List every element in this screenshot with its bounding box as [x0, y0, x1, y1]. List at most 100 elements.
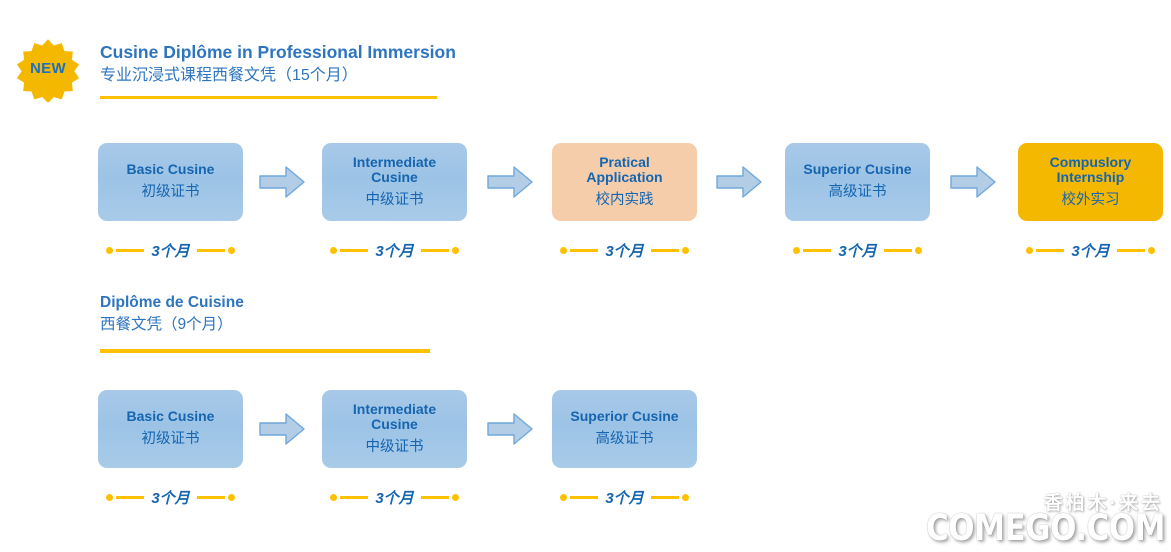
- new-badge: NEW: [14, 34, 82, 102]
- stage-title-cn: 校外实习: [1061, 191, 1120, 208]
- stage-box-compuslory-internship[interactable]: Compuslory Internship 校外实习: [1018, 143, 1163, 221]
- flow-arrow-icon: [259, 166, 305, 198]
- duration-line: [420, 249, 449, 252]
- stage-title-cn: 中级证书: [365, 438, 424, 455]
- duration-rule-left: [560, 247, 599, 254]
- program-title-en: Diplôme de Cuisine: [100, 294, 244, 311]
- stage-title-en: Superior Cusine: [570, 408, 679, 425]
- duration-rule-left: [330, 247, 369, 254]
- duration-rule-left: [793, 247, 832, 254]
- watermark-cn: 香柏木·来去: [1043, 493, 1163, 515]
- duration-marker: 3个月: [785, 240, 930, 261]
- duration-dot-icon: [330, 494, 338, 501]
- stage-box-superior-cusine[interactable]: Superior Cusine 高级证书: [552, 390, 697, 468]
- duration-line: [1036, 249, 1065, 252]
- stage-title-cn: 高级证书: [828, 184, 887, 201]
- duration-rule-right: [883, 247, 922, 254]
- stage-title-cn: 校内实践: [595, 191, 654, 208]
- stage-box-basic-cusine[interactable]: Basic Cusine 初级证书: [98, 390, 243, 468]
- stage-title-en: Intermediate Cusine: [352, 400, 437, 433]
- duration-line: [116, 496, 145, 499]
- flow-arrow-icon: [487, 166, 533, 198]
- program-title-cn: 西餐文凭（9个月）: [100, 316, 233, 334]
- stage-title-cn: 初级证书: [141, 184, 200, 201]
- duration-label: 3个月: [605, 490, 644, 507]
- duration-rule-right: [650, 247, 689, 254]
- duration-rule-right: [420, 247, 459, 254]
- duration-label: 3个月: [375, 243, 414, 260]
- duration-marker: 3个月: [98, 487, 243, 508]
- stage-box-intermediate-cusine[interactable]: Intermediate Cusine 中级证书: [322, 143, 467, 221]
- duration-label: 3个月: [151, 243, 190, 260]
- duration-line: [196, 496, 225, 499]
- duration-rule-left: [560, 494, 599, 501]
- duration-line: [650, 249, 679, 252]
- duration-line: [803, 249, 832, 252]
- duration-dot-icon: [451, 247, 459, 254]
- duration-rule-left: [106, 494, 145, 501]
- flow-arrow-icon: [259, 413, 305, 445]
- stage-title-en: Superior Cusine: [803, 161, 912, 178]
- duration-dot-icon: [914, 247, 922, 254]
- duration-dot-icon: [793, 247, 801, 254]
- duration-marker: 3个月: [322, 487, 467, 508]
- stage-title-en: Intermediate Cusine: [352, 153, 437, 186]
- duration-dot-icon: [1147, 247, 1155, 254]
- stage-title-en: Basic Cusine: [126, 161, 215, 178]
- duration-rule-right: [196, 247, 235, 254]
- program-title-en: Cusine Diplôme in Professional Immersion: [100, 42, 456, 62]
- duration-dot-icon: [451, 494, 459, 501]
- program-header-diplome-de-cuisine: Diplôme de Cuisine 西餐文凭（9个月）: [100, 293, 430, 353]
- duration-dot-icon: [560, 247, 568, 254]
- duration-line: [196, 249, 225, 252]
- duration-dot-icon: [681, 494, 689, 501]
- duration-dot-icon: [681, 247, 689, 254]
- duration-rule-right: [650, 494, 689, 501]
- program-header-professional-immersion: Cusine Diplôme in Professional Immersion…: [100, 42, 456, 99]
- duration-line: [570, 249, 599, 252]
- stage-box-pratical-application[interactable]: Pratical Application 校内实践: [552, 143, 697, 221]
- duration-line: [340, 249, 369, 252]
- header-underline: [100, 348, 430, 353]
- watermark-en: COMEGO.COM: [926, 507, 1165, 550]
- header-underline: [100, 95, 437, 99]
- duration-line: [650, 496, 679, 499]
- duration-line: [420, 496, 449, 499]
- flow-arrow-icon: [950, 166, 996, 198]
- stage-box-intermediate-cusine[interactable]: Intermediate Cusine 中级证书: [322, 390, 467, 468]
- duration-label: 3个月: [151, 490, 190, 507]
- new-badge-label: NEW: [30, 59, 66, 77]
- stage-title-en: Basic Cusine: [126, 408, 215, 425]
- stage-box-basic-cusine[interactable]: Basic Cusine 初级证书: [98, 143, 243, 221]
- duration-label: 3个月: [1071, 243, 1110, 260]
- duration-rule-right: [420, 494, 459, 501]
- duration-rule-left: [1026, 247, 1065, 254]
- duration-line: [1116, 249, 1145, 252]
- duration-marker: 3个月: [322, 240, 467, 261]
- duration-rule-right: [1116, 247, 1155, 254]
- duration-rule-left: [330, 494, 369, 501]
- stage-title-en: Compuslory Internship: [1049, 153, 1132, 186]
- duration-dot-icon: [330, 247, 338, 254]
- duration-line: [570, 496, 599, 499]
- duration-marker: 3个月: [552, 240, 697, 261]
- duration-marker: 3个月: [98, 240, 243, 261]
- stage-title-cn: 中级证书: [365, 191, 424, 208]
- duration-dot-icon: [1026, 247, 1034, 254]
- duration-rule-right: [196, 494, 235, 501]
- duration-label: 3个月: [375, 490, 414, 507]
- duration-marker: 3个月: [1018, 240, 1163, 261]
- stage-title-cn: 高级证书: [595, 431, 654, 448]
- duration-line: [340, 496, 369, 499]
- duration-line: [883, 249, 912, 252]
- duration-label: 3个月: [605, 243, 644, 260]
- watermark: 香柏木·来去 COMEGO.COM: [926, 494, 1165, 548]
- stage-box-superior-cusine[interactable]: Superior Cusine 高级证书: [785, 143, 930, 221]
- duration-dot-icon: [106, 247, 114, 254]
- stage-title-cn: 初级证书: [141, 431, 200, 448]
- flow-arrow-icon: [487, 413, 533, 445]
- duration-dot-icon: [106, 494, 114, 501]
- duration-marker: 3个月: [552, 487, 697, 508]
- duration-dot-icon: [227, 247, 235, 254]
- duration-rule-left: [106, 247, 145, 254]
